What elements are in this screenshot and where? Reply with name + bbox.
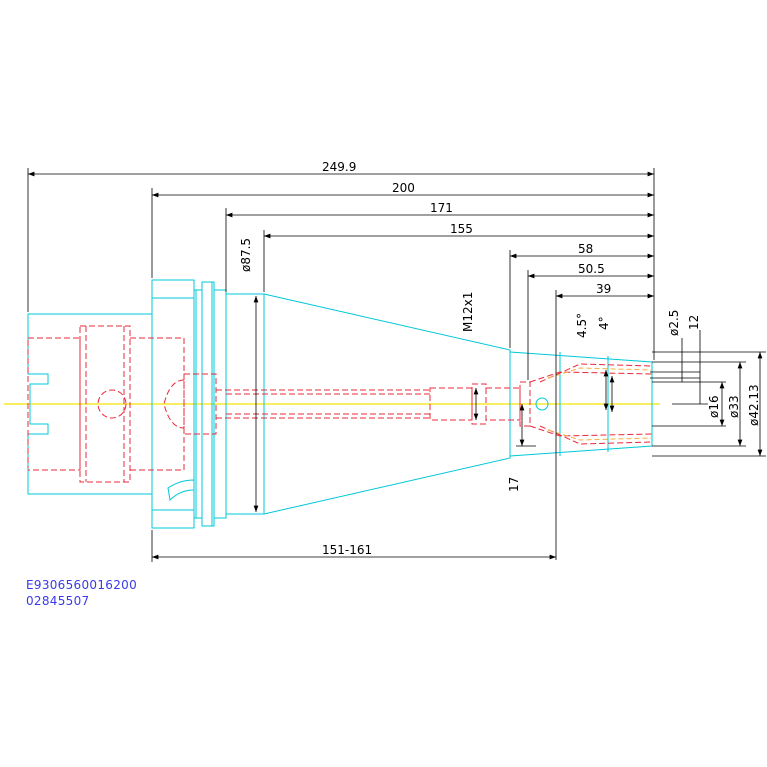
dim-17: 17 <box>507 477 521 492</box>
hidden-lines <box>27 325 653 483</box>
dim-dia16: ø16 <box>707 395 721 418</box>
dimension-lines <box>27 168 766 562</box>
dim-angle-4: 4° <box>597 316 611 330</box>
dim-thread: M12x1 <box>461 292 475 332</box>
dim-dia42-13: ø42.13 <box>747 384 761 426</box>
holder-outline <box>27 279 653 529</box>
collet-pin-hole <box>535 397 549 411</box>
dim-200: 200 <box>392 181 415 195</box>
dim-12: 12 <box>687 315 701 330</box>
part-code-line2: 02845507 <box>26 594 90 608</box>
dim-171: 171 <box>430 201 453 215</box>
dim-50-5: 50.5 <box>578 262 605 276</box>
dim-range: 151-161 <box>322 543 372 557</box>
dim-58: 58 <box>578 242 593 256</box>
dim-angle-4-5: 4.5° <box>575 313 589 338</box>
dim-dia87-5: ø87.5 <box>239 238 253 272</box>
dim-39: 39 <box>596 282 611 296</box>
part-code-line1: E9306560016200 <box>26 578 138 592</box>
dim-overall-length: 249.9 <box>322 160 356 174</box>
collet <box>547 367 653 441</box>
dim-155: 155 <box>450 222 473 236</box>
dim-dia2-5: ø2.5 <box>667 310 681 336</box>
dim-dia33: ø33 <box>727 395 741 418</box>
